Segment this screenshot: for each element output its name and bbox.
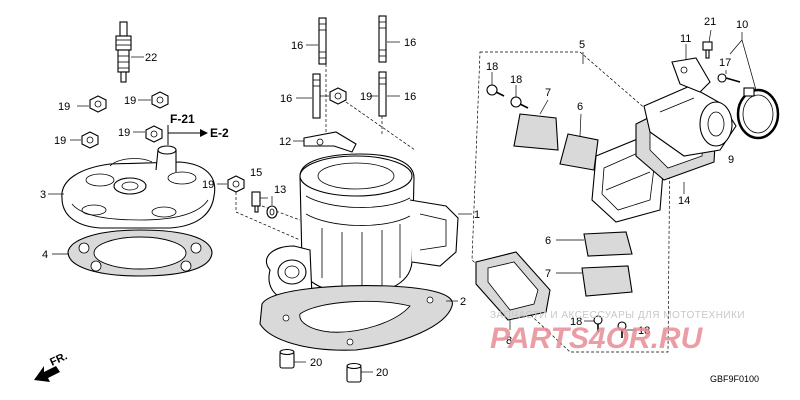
callout-13: 13: [274, 184, 286, 196]
front-marker-label: FR.: [48, 350, 69, 368]
diagram-code: GBF9F0100: [710, 374, 759, 384]
stud-bolt[interactable]: [378, 15, 387, 63]
intake-pipe[interactable]: [643, 85, 737, 157]
callout-16: 16: [404, 37, 416, 49]
callout-10: 10: [736, 19, 748, 31]
callout-20: 20: [310, 357, 322, 369]
callout-19: 19: [360, 91, 372, 103]
head-nut[interactable]: [89, 95, 107, 113]
callout-16: 16: [404, 91, 416, 103]
callout-16: 16: [280, 93, 292, 105]
screw[interactable]: [510, 96, 529, 109]
callout-18: 18: [510, 74, 522, 86]
reed-petal[interactable]: [559, 133, 599, 171]
stud-bolt[interactable]: [378, 71, 387, 117]
callout-11: 11: [680, 33, 691, 45]
callout-7: 7: [545, 87, 551, 99]
washer[interactable]: [266, 205, 278, 219]
pipe-bracket[interactable]: [671, 57, 711, 93]
callout-19: 19: [118, 127, 130, 139]
bolt[interactable]: [251, 191, 261, 213]
reference-f21[interactable]: F-21: [170, 112, 195, 126]
callout-21: 21: [704, 16, 716, 28]
spark-plug[interactable]: [115, 21, 132, 83]
callout-8: 8: [506, 335, 512, 347]
callout-6: 6: [577, 101, 583, 113]
head-gasket[interactable]: [67, 229, 213, 277]
reed-gasket[interactable]: [475, 251, 551, 321]
callout-17: 17: [719, 57, 731, 69]
screw[interactable]: [486, 84, 505, 97]
callout-12: 12: [279, 136, 291, 148]
screw[interactable]: [593, 315, 603, 332]
callout-19: 19: [54, 135, 66, 147]
callout-7: 7: [545, 268, 551, 280]
cylinder-head[interactable]: [61, 145, 216, 229]
base-gasket[interactable]: [259, 285, 453, 351]
head-nut[interactable]: [329, 87, 347, 105]
callout-4: 4: [42, 249, 48, 261]
callout-18: 18: [638, 325, 650, 337]
front-arrow-icon: FR.: [34, 350, 69, 382]
callout-19: 19: [124, 95, 136, 107]
bolt[interactable]: [702, 41, 713, 59]
callout-22: 22: [145, 52, 157, 64]
callout-16: 16: [291, 40, 303, 52]
watermark-brand: PARTS4OR.RU: [490, 322, 704, 355]
callout-1: 1: [474, 209, 480, 221]
callout-19: 19: [202, 179, 214, 191]
watermark-tagline: ЗАПЧАСТИ И АКСЕССУАРЫ ДЛЯ МОТОТЕХНИКИ: [490, 310, 745, 321]
callout-14: 14: [678, 195, 690, 207]
screw[interactable]: [617, 321, 627, 338]
callout-20: 20: [376, 367, 388, 379]
reed-stopper[interactable]: [581, 265, 633, 297]
stud-bolt[interactable]: [312, 73, 321, 119]
callout-2: 2: [460, 296, 466, 308]
reference-e2[interactable]: E-2: [210, 126, 229, 140]
head-nut[interactable]: [151, 91, 169, 109]
callout-18: 18: [570, 316, 582, 328]
clamp-screw[interactable]: [717, 73, 741, 83]
hose-clamp[interactable]: [736, 87, 780, 140]
callout-18: 18: [486, 61, 498, 73]
reed-stopper[interactable]: [513, 113, 559, 151]
bracket[interactable]: [303, 131, 357, 153]
callout-3: 3: [40, 189, 46, 201]
head-nut[interactable]: [227, 175, 245, 193]
cylinder[interactable]: [265, 153, 459, 301]
head-nut[interactable]: [145, 125, 163, 143]
stud-bolt[interactable]: [318, 17, 327, 65]
reed-petal[interactable]: [583, 231, 633, 257]
callout-5: 5: [579, 39, 585, 51]
callout-19: 19: [58, 101, 70, 113]
head-nut[interactable]: [81, 131, 99, 149]
callout-9: 9: [728, 154, 734, 166]
callout-15: 15: [250, 167, 262, 179]
dowel-pin[interactable]: [279, 348, 295, 369]
callout-6: 6: [545, 235, 551, 247]
dowel-pin[interactable]: [346, 362, 362, 383]
